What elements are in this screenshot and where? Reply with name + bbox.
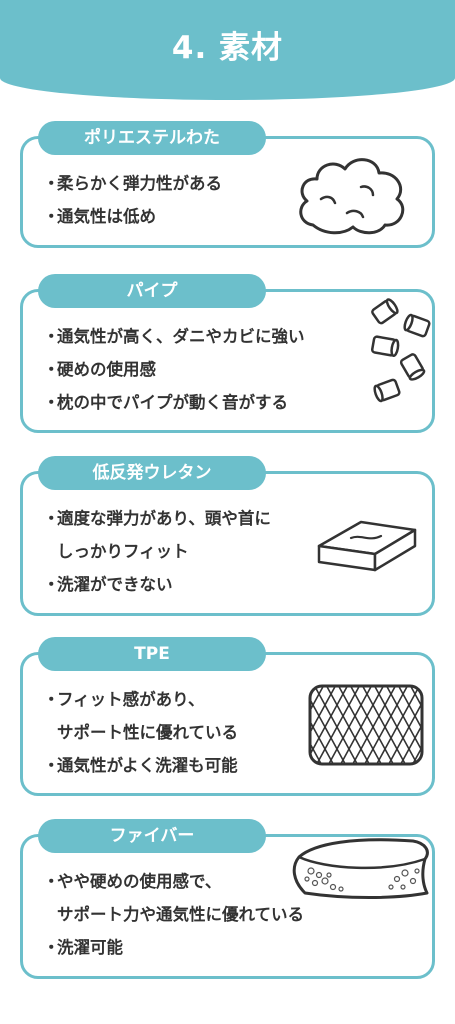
material-card-pipe: パイプ ・通気性が高く、ダニやカビに強い ・硬めの使用感 ・枕の中でパイプが動く…	[20, 274, 435, 433]
feature-item-continued: しっかりフィット	[57, 542, 189, 561]
feature-item: ・洗濯可能	[43, 938, 123, 957]
feature-list: ・フィット感があり、 サポート性に優れている ・通気性がよく洗濯も可能	[43, 683, 238, 782]
material-card-polyester: ポリエステルわた ・柔らかく弾力性がある ・通気性は低め	[20, 121, 435, 248]
material-card-urethane: 低反発ウレタン ・適度な弾力があり、頭や首に しっかりフィット ・洗濯ができない	[20, 456, 435, 616]
material-name: ポリエステルわた	[38, 121, 266, 155]
material-name: TPE	[38, 637, 266, 671]
feature-item: ・洗濯ができない	[43, 575, 173, 594]
urethane-block-icon	[317, 520, 417, 572]
header-banner: 4. 素材	[0, 0, 455, 100]
feature-item: ・通気性は低め	[43, 207, 156, 226]
feature-item: ・枕の中でパイプが動く音がする	[43, 393, 288, 412]
feature-list: ・通気性が高く、ダニやカビに強い ・硬めの使用感 ・枕の中でパイプが動く音がする	[43, 320, 305, 419]
feature-item: ・硬めの使用感	[43, 360, 156, 379]
feature-list: ・柔らかく弾力性がある ・通気性は低め	[43, 167, 222, 233]
feature-item: ・適度な弾力があり、頭や首に	[43, 509, 271, 528]
cotton-icon	[299, 158, 405, 235]
material-name: ファイバー	[38, 819, 266, 853]
material-name: 低反発ウレタン	[38, 456, 266, 490]
feature-list: ・やや硬めの使用感で、 サポート力や通気性に優れている ・洗濯可能	[43, 865, 304, 964]
feature-list: ・適度な弾力があり、頭や首に しっかりフィット ・洗濯ができない	[43, 502, 271, 601]
material-card-fiber: ファイバー ・やや硬めの使用感で、 サポート力や通気性に優れている ・洗濯可能	[20, 819, 435, 979]
fiber-pillow-icon	[292, 838, 429, 899]
feature-item: ・柔らかく弾力性がある	[43, 174, 222, 193]
pipe-icon	[371, 298, 431, 403]
feature-item: ・やや硬めの使用感で、	[43, 872, 222, 891]
tpe-mesh-icon	[308, 684, 424, 766]
feature-item: ・通気性がよく洗濯も可能	[43, 756, 238, 775]
feature-item: ・通気性が高く、ダニやカビに強い	[43, 327, 305, 346]
material-card-tpe: TPE ・フィット感があり、 サポート性に優れている ・通気性がよく洗濯も可能	[20, 637, 435, 796]
feature-item-continued: サポート力や通気性に優れている	[57, 905, 305, 924]
feature-item: ・フィット感があり、	[43, 690, 205, 709]
page-title: 4. 素材	[171, 30, 284, 66]
feature-item-continued: サポート性に優れている	[57, 723, 239, 742]
material-name: パイプ	[38, 274, 266, 308]
